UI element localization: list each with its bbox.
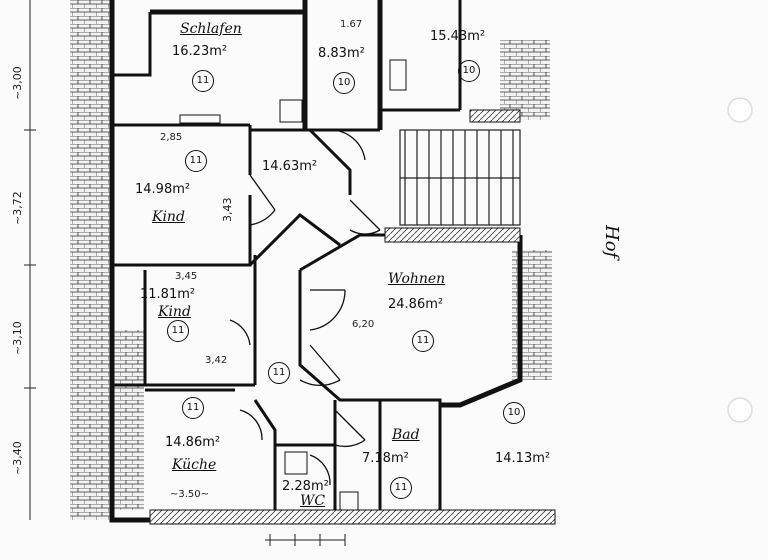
room-area-right: 14.13m² [495,451,551,466]
dim-kueche: ~3.50~ [170,489,210,500]
room-num-kueche: 11 [182,397,204,419]
bottom-wall-hatch [149,509,556,525]
room-num-right: 10 [503,402,525,424]
room-area-kind1: 14.98m² [135,182,191,197]
side-dim-2: ~3,72 [11,191,24,225]
staircase [399,129,521,226]
room-area-wc: 2.28m² [282,479,329,494]
room-area-kueche: 14.86m² [165,435,221,450]
room-area-bad: 7.18m² [362,451,409,466]
dim-misc: 3,42 [205,355,228,366]
dim-wohnen: 6,20 [352,319,375,330]
dim-kind1-height: 3,43 [221,197,234,223]
dim-top: 1.67 [340,19,363,30]
room-name-kind2: Kind [158,304,191,320]
room-num-bad: 11 [390,477,412,499]
side-dim-1: ~3,00 [11,66,24,100]
room-area-wohnen: 24.86m² [388,297,444,312]
hall-num: 11 [268,362,290,384]
side-dim-4: ~3,40 [11,441,24,475]
room-num-top1: 10 [333,72,355,94]
room-name-kueche: Küche [172,457,217,473]
door-swings [229,129,381,486]
room-area-flur: 14.63m² [262,159,318,174]
room-area-top1: 8.83m² [318,46,365,61]
room-area-top2: 15.43m² [430,29,486,44]
punch-hole-icon [727,97,753,123]
room-name-schlafen: Schlafen [180,21,242,37]
room-area-kind2: 11.81m² [140,287,196,302]
room-num-wohnen: 11 [412,330,434,352]
room-num-kind2: 11 [167,320,189,342]
room-num-schlafen: 11 [192,70,214,92]
hof-label: Hof [601,225,622,259]
room-name-kind1: Kind [152,209,185,225]
room-name-wc: WC [300,493,326,509]
dim-kind1: 2,85 [160,132,183,143]
dim-kind2: 3,45 [175,271,198,282]
side-dim-3: ~3,10 [11,321,24,355]
room-area-schlafen: 16.23m² [172,44,228,59]
room-name-wohnen: Wohnen [388,271,446,287]
punch-hole-icon [727,397,753,423]
room-num-top2: 10 [458,60,480,82]
room-num-kind1: 11 [185,150,207,172]
room-name-bad: Bad [392,427,420,443]
